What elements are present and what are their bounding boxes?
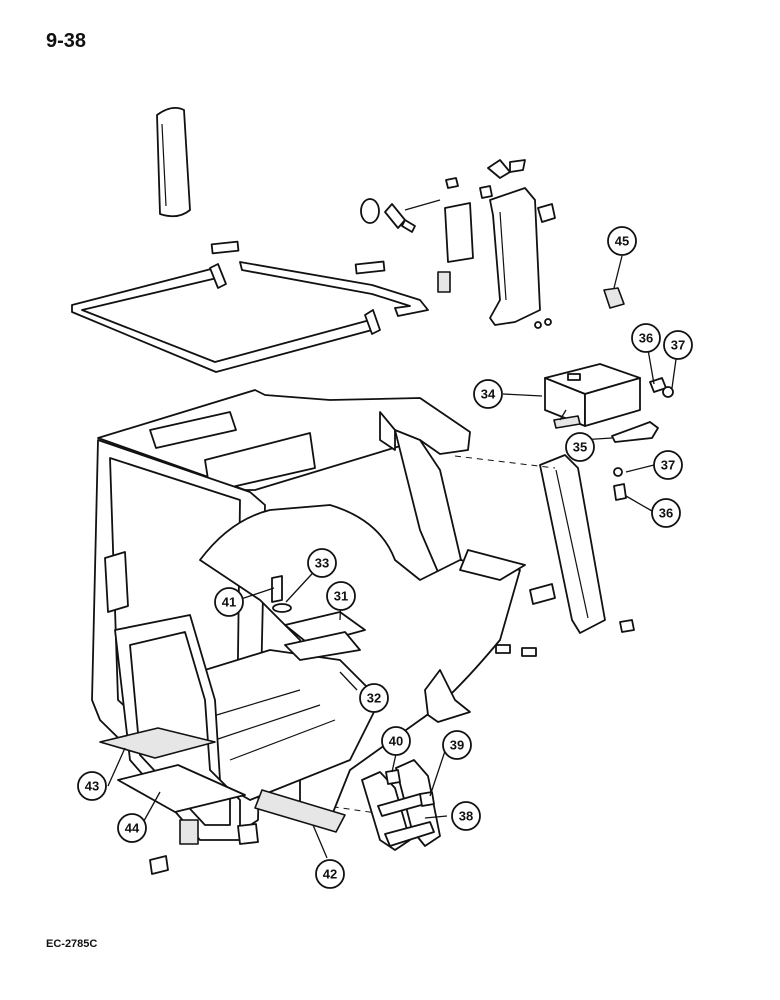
callout: 36 xyxy=(651,498,681,528)
svg-text:31: 31 xyxy=(334,589,348,604)
svg-text:37: 37 xyxy=(661,458,675,473)
svg-text:33: 33 xyxy=(315,556,329,571)
nut-40 xyxy=(385,769,401,785)
pillar-trim-rear xyxy=(489,187,552,329)
svg-text:34: 34 xyxy=(481,387,496,402)
callout: 37 xyxy=(663,330,693,360)
svg-text:32: 32 xyxy=(367,691,381,706)
callout: 41 xyxy=(214,587,244,617)
svg-text:43: 43 xyxy=(85,779,99,794)
page-number: 9-38 xyxy=(46,30,87,52)
svg-text:42: 42 xyxy=(323,867,337,882)
tool-box-34 xyxy=(544,363,641,427)
svg-text:44: 44 xyxy=(125,821,140,836)
bolt-39 xyxy=(419,791,435,807)
callout: 36 xyxy=(631,323,661,353)
callout: 40 xyxy=(381,726,411,756)
svg-text:36: 36 xyxy=(639,331,653,346)
callout: 38 xyxy=(451,801,481,831)
svg-text:40: 40 xyxy=(389,734,403,749)
clip-45 xyxy=(603,287,625,309)
svg-text:36: 36 xyxy=(659,506,673,521)
svg-text:41: 41 xyxy=(222,595,236,610)
seal-strip xyxy=(210,240,240,255)
svg-text:37: 37 xyxy=(671,338,685,353)
callout: 44 xyxy=(117,813,147,843)
bolt-41 xyxy=(271,575,283,603)
pillar-trim-right xyxy=(539,454,606,634)
pillar-trim-left xyxy=(156,106,191,218)
washer-33 xyxy=(272,603,292,613)
bracket-35 xyxy=(611,421,659,443)
svg-text:45: 45 xyxy=(615,234,629,249)
hinge-hardware xyxy=(360,159,556,293)
seal-strip xyxy=(354,260,386,275)
callout: 42 xyxy=(315,859,345,889)
reference-code: EC-2785C xyxy=(46,938,98,950)
callout: 43 xyxy=(77,771,107,801)
svg-text:35: 35 xyxy=(573,440,587,455)
callout: 34 xyxy=(473,379,503,409)
callout: 31 xyxy=(326,581,356,611)
svg-text:39: 39 xyxy=(450,738,464,753)
bracket-35 xyxy=(553,415,581,429)
callout: 32 xyxy=(359,683,389,713)
callout: 35 xyxy=(565,432,595,462)
floor-mat-44 xyxy=(117,764,246,813)
callout: 33 xyxy=(307,548,337,578)
callout: 37 xyxy=(653,450,683,480)
roof-gasket-frame xyxy=(71,261,429,373)
svg-text:38: 38 xyxy=(459,809,473,824)
step-plate-42 xyxy=(254,789,346,833)
callout: 39 xyxy=(442,730,472,760)
rubber-block xyxy=(179,819,199,845)
callout: 45 xyxy=(607,226,637,256)
floor-strip-43 xyxy=(99,727,216,759)
